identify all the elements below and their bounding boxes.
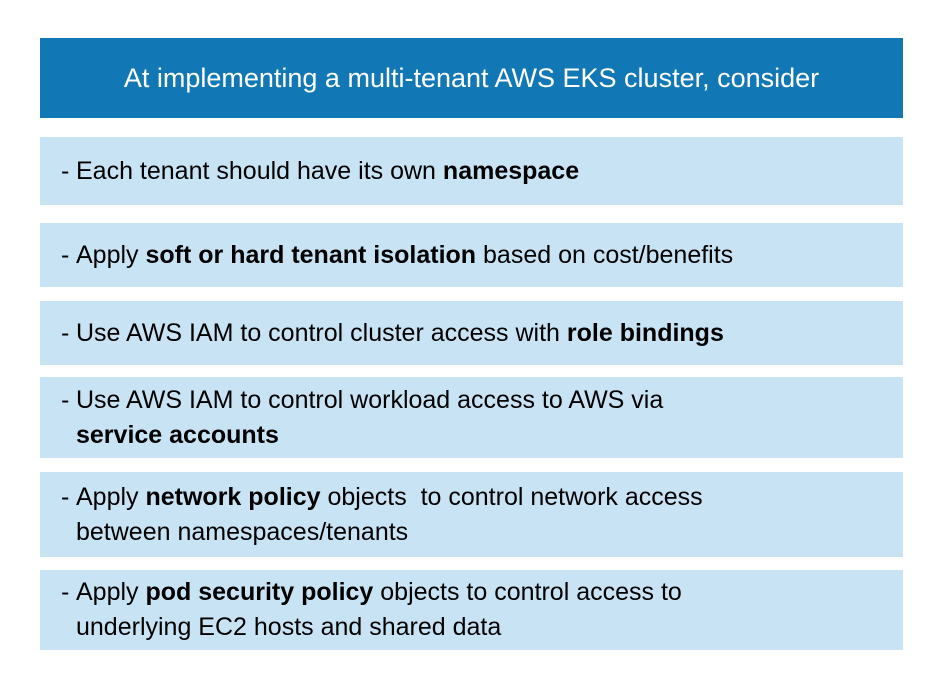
item-text: between namespaces/tenants	[76, 517, 409, 546]
item-text: objects to control access to	[373, 578, 682, 606]
item-row: - Apply network policy objects to contro…	[61, 480, 703, 550]
item-text: Each tenant should have its own	[76, 156, 443, 185]
item-content: Apply network policy objects to control …	[76, 480, 703, 550]
item-text: Use AWS IAM to control workload access t…	[76, 385, 664, 414]
item-text-bold: pod security policy	[145, 578, 374, 606]
item-line: Use AWS IAM to control workload access t…	[76, 383, 663, 418]
header-title: At implementing a multi-tenant AWS EKS c…	[123, 62, 820, 93]
item-text-bold: service accounts	[76, 420, 279, 449]
item-line: Apply soft or hard tenant isolation base…	[76, 238, 733, 273]
item-text: underlying EC2 hosts and shared data	[76, 613, 502, 641]
item-text: objects to control network access	[320, 482, 703, 511]
item-row: - Use AWS IAM to control workload access…	[61, 383, 663, 453]
consideration-item-service-accounts: - Use AWS IAM to control workload access…	[40, 377, 903, 458]
item-text-bold: soft or hard tenant isolation	[145, 240, 477, 269]
item-line: Apply network policy objects to control …	[76, 480, 703, 515]
item-line: between namespaces/tenants	[76, 515, 703, 550]
item-line: underlying EC2 hosts and shared data	[76, 610, 682, 645]
item-content: Each tenant should have its own namespac…	[76, 154, 579, 189]
item-row: - Use AWS IAM to control cluster access …	[61, 316, 724, 351]
item-text: Use AWS IAM to control cluster access wi…	[76, 318, 567, 347]
item-line: Use AWS IAM to control cluster access wi…	[76, 316, 724, 351]
bullet-dash: -	[61, 578, 70, 606]
consideration-item-network-policy: - Apply network policy objects to contro…	[40, 472, 903, 557]
item-row: - Apply soft or hard tenant isolation ba…	[61, 238, 733, 273]
bullet-dash: -	[61, 318, 70, 347]
bullet-dash: -	[61, 240, 70, 269]
item-content: Use AWS IAM to control cluster access wi…	[76, 316, 724, 351]
consideration-item-role-bindings: - Use AWS IAM to control cluster access …	[40, 301, 903, 365]
item-text-bold: role bindings	[566, 318, 724, 347]
item-content: Use AWS IAM to control workload access t…	[76, 383, 663, 453]
item-content: Apply soft or hard tenant isolation base…	[76, 238, 733, 273]
item-text: Apply	[76, 240, 146, 269]
consideration-item-tenant-isolation: - Apply soft or hard tenant isolation ba…	[40, 223, 903, 287]
item-line: Each tenant should have its own namespac…	[76, 154, 579, 189]
item-row: - Apply pod security policy objects to c…	[61, 575, 682, 645]
consideration-item-namespace: - Each tenant should have its own namesp…	[40, 137, 903, 205]
item-text: based on cost/benefits	[476, 240, 734, 269]
item-line: Apply pod security policy objects to con…	[76, 575, 682, 610]
item-text-bold: namespace	[442, 156, 580, 185]
bullet-dash: -	[61, 156, 70, 185]
consideration-item-pod-security-policy: - Apply pod security policy objects to c…	[40, 570, 903, 650]
header-banner: At implementing a multi-tenant AWS EKS c…	[40, 38, 903, 118]
item-text: Apply	[76, 578, 146, 606]
item-text: Apply	[76, 482, 146, 511]
item-row: - Each tenant should have its own namesp…	[61, 154, 579, 189]
item-text-bold: network policy	[145, 482, 321, 511]
bullet-dash: -	[61, 482, 70, 511]
bullet-dash: -	[61, 385, 70, 414]
item-line: service accounts	[76, 418, 663, 453]
item-content: Apply pod security policy objects to con…	[76, 575, 682, 645]
